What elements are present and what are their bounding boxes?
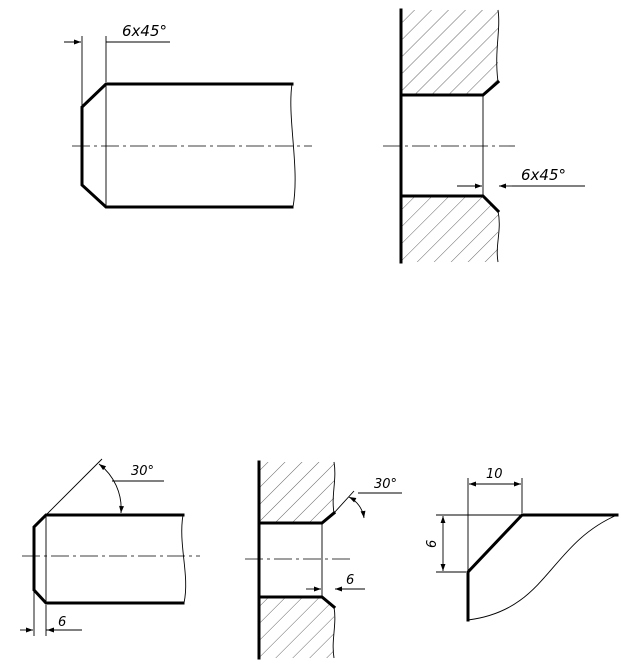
break-line (181, 514, 187, 604)
break-line (290, 83, 296, 208)
hatch-area-top (259, 462, 334, 523)
length-label: 6 (58, 615, 66, 630)
chamfer-profile (466, 513, 619, 622)
length-label: 6 (346, 573, 354, 588)
angle-extension-line (33, 458, 103, 528)
shaft-chamfer-view: 6x45° (64, 22, 312, 209)
break-line (332, 606, 336, 659)
width-label: 10 (486, 467, 503, 482)
chamfer-detail-view: 10 6 (425, 467, 619, 622)
break-line (496, 9, 500, 83)
angle-arc (348, 496, 366, 519)
break-line (496, 210, 500, 263)
angle-label: 30° (131, 464, 154, 479)
hatch-area-top (401, 10, 498, 95)
shaft-outline (32, 513, 185, 605)
break-line (332, 461, 336, 514)
chamfer-label: 6x45° (521, 166, 566, 184)
break-line (467, 514, 618, 621)
height-label: 6 (425, 540, 440, 548)
shaft-angle-view: 30° 6 (20, 458, 200, 636)
angle-extension-line (333, 490, 355, 514)
shaft-outline (80, 82, 294, 209)
angle-arc (98, 463, 124, 514)
chamfer-label: 6x45° (122, 22, 167, 40)
hole-chamfer-view: 6x45° (383, 8, 585, 264)
hatch-area-bottom (401, 196, 498, 262)
hatch-area-bottom (259, 597, 334, 658)
hole-angle-view: 30° 6 (245, 460, 402, 660)
angle-label: 30° (374, 477, 397, 492)
